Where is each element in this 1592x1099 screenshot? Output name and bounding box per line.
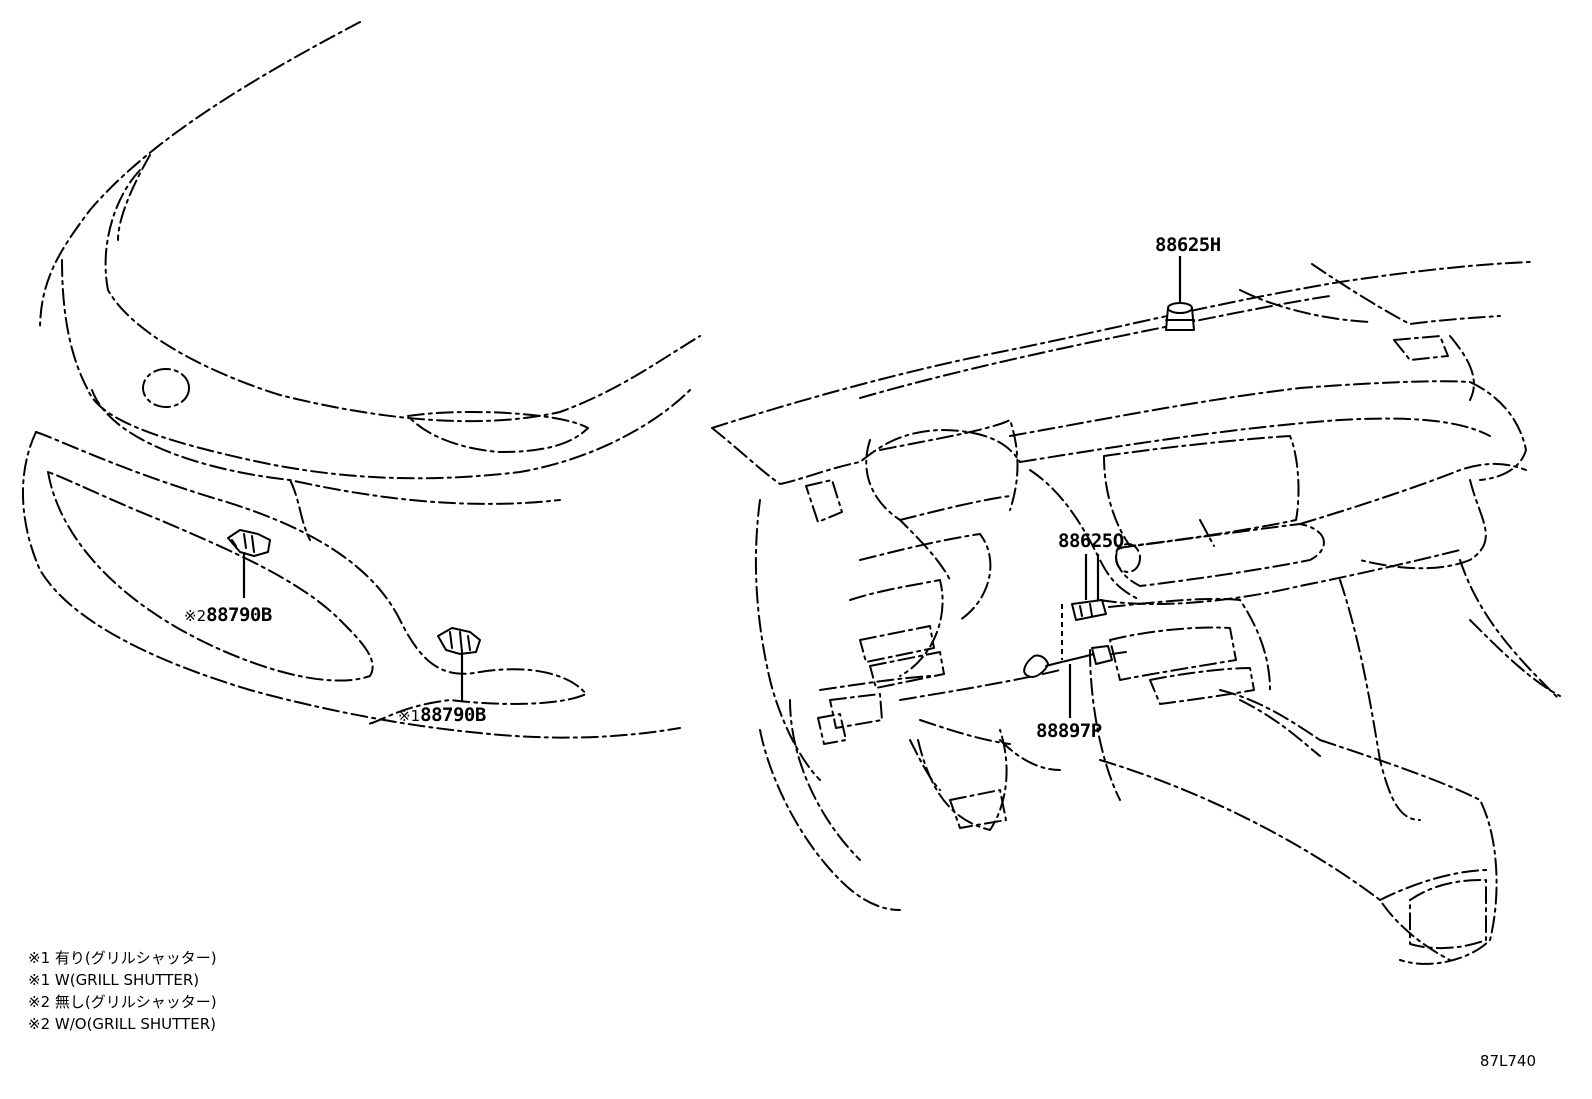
callout-88790B-1: ※188790B	[398, 704, 486, 726]
footnote-line: ※1 W(GRILL SHUTTER)	[28, 971, 200, 989]
callout-88625Q: 88625Q	[1058, 530, 1124, 552]
footnote-line: ※1 有り(グリルシャッター)	[28, 949, 217, 967]
front-bumper-outline	[21, 21, 701, 739]
callout-88790B-2: ※288790B	[184, 604, 272, 626]
wire-harness-88897P	[1023, 645, 1127, 718]
sensor-88790B-1	[437, 627, 481, 702]
sensor-88625Q	[1061, 554, 1107, 660]
footnote-line: ※2 無し(グリルシャッター)	[28, 993, 217, 1011]
sensor-88790B-2	[227, 529, 271, 598]
callout-88897P: 88897P	[1036, 720, 1102, 742]
footnote-line: ※2 W/O(GRILL SHUTTER)	[28, 1015, 216, 1033]
diagram-code: 87L740	[1479, 1052, 1536, 1070]
footnotes: ※1 有り(グリルシャッター) ※1 W(GRILL SHUTTER) ※2 無…	[28, 947, 217, 1035]
callout-88625H: 88625H	[1155, 234, 1221, 256]
dashboard-outline	[711, 261, 1561, 965]
sensor-88625H	[1165, 256, 1195, 331]
